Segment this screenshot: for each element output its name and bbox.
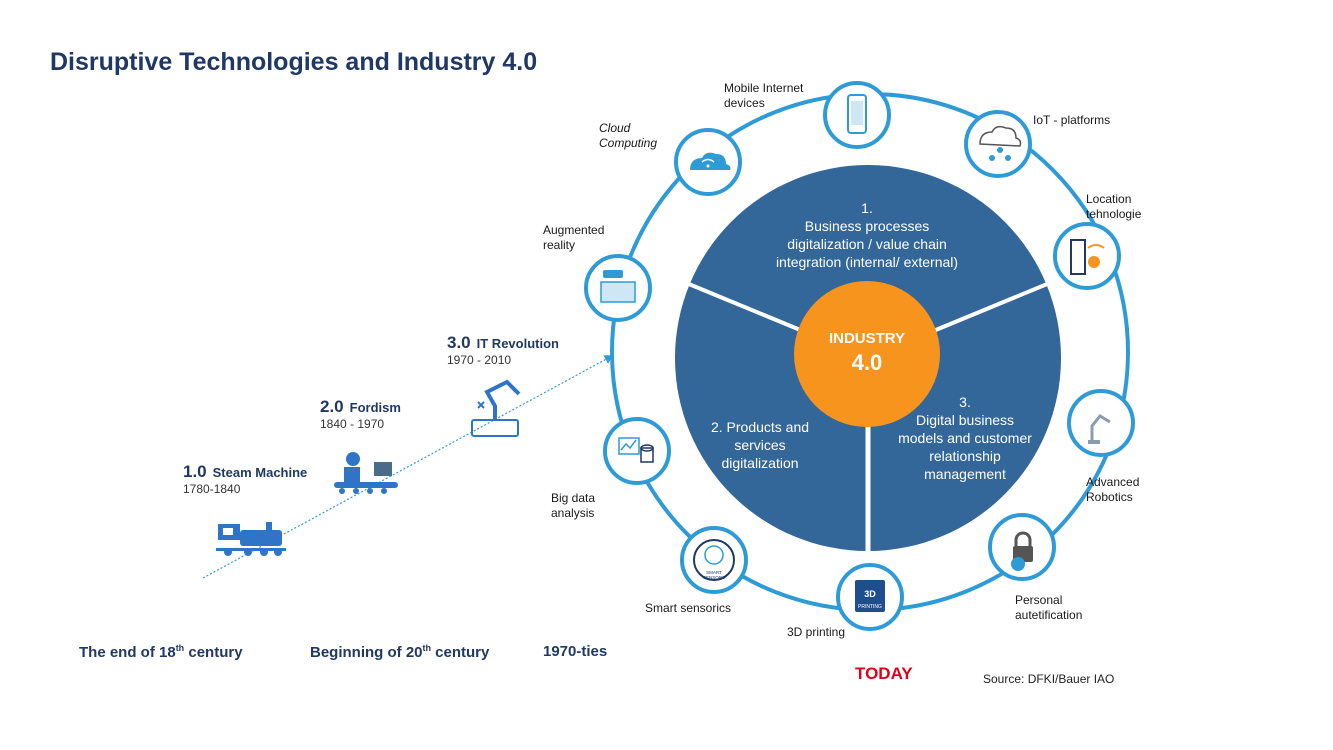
sensors-label: SENSORS bbox=[703, 575, 725, 580]
location-technology-label: Location tehnologie bbox=[1086, 192, 1141, 222]
label-line: Location bbox=[1086, 192, 1132, 206]
sector-3-line: 3. bbox=[959, 394, 971, 410]
label-line: Cloud bbox=[599, 121, 631, 135]
label-line: Computing bbox=[599, 136, 658, 150]
sector-2-line: 2. Products and bbox=[710, 419, 810, 435]
label-line: analysis bbox=[551, 506, 595, 520]
location-technology-icon bbox=[1053, 222, 1121, 290]
label-part: century bbox=[431, 644, 490, 661]
label-line: Mobile Internet bbox=[724, 81, 804, 95]
sector-3-line: models and customer bbox=[898, 430, 1032, 446]
center-version-label: 4.0 bbox=[852, 350, 883, 375]
sector-3-text: 3. Digital business models and customer … bbox=[880, 393, 1050, 483]
it-robot-arm-icon bbox=[471, 379, 521, 437]
era-3-label: 3.0 IT Revolution 1970 - 2010 bbox=[447, 333, 559, 367]
today-label: TODAY bbox=[855, 664, 913, 683]
era-years: 1970 - 2010 bbox=[447, 353, 512, 367]
label-line: devices bbox=[724, 96, 765, 110]
sector-1-line: integration (internal/ external) bbox=[775, 254, 959, 270]
era-name: Steam Machine bbox=[212, 465, 308, 480]
label-part: The end of 18 bbox=[79, 644, 176, 661]
era-1-label: 1.0 Steam Machine 1780-1840 bbox=[183, 462, 307, 496]
printing-label: PRINTING bbox=[858, 604, 882, 610]
cloud-computing-label: Cloud Computing bbox=[599, 121, 657, 151]
industry-center bbox=[794, 281, 940, 427]
label-line: Augmented bbox=[543, 223, 605, 237]
mobile-internet-label: Mobile Internet devices bbox=[724, 81, 803, 111]
era-years: 1840 - 1970 bbox=[320, 417, 385, 431]
era-number: 2.0 bbox=[320, 397, 344, 416]
sector-1-line: 1. bbox=[861, 200, 873, 216]
label-sup: th bbox=[175, 643, 185, 653]
augmented-reality-icon bbox=[584, 254, 652, 322]
era-number: 1.0 bbox=[183, 462, 207, 481]
label-line: Big data bbox=[551, 491, 596, 505]
smart-sensorics-icon: SMART SENSORS bbox=[680, 526, 748, 594]
sector-1-line: digitalization / value chain bbox=[787, 236, 947, 252]
personal-authentication-label: Personal autetification bbox=[1015, 593, 1082, 623]
label-line: Advanced bbox=[1086, 475, 1140, 489]
label-line: autetification bbox=[1015, 608, 1083, 622]
big-data-icon bbox=[603, 417, 671, 485]
personal-authentication-icon bbox=[988, 513, 1056, 581]
mobile-internet-icon bbox=[823, 81, 891, 149]
beginning-20th-century-label: Beginning of 20th century bbox=[310, 643, 489, 661]
label-part: century bbox=[184, 644, 243, 661]
page-title: Disruptive Technologies and Industry 4.0 bbox=[50, 48, 538, 76]
label-part: Beginning of 20 bbox=[310, 644, 423, 661]
era-number: 3.0 bbox=[447, 333, 471, 352]
label-sup: th bbox=[422, 643, 432, 653]
big-data-label: Big data analysis bbox=[551, 491, 595, 521]
sector-1-text: 1. Business processes digitalization / v… bbox=[757, 199, 977, 271]
era-name: Fordism bbox=[349, 400, 401, 415]
3d-label: 3D bbox=[864, 589, 876, 599]
smart-sensorics-label: Smart sensorics bbox=[645, 601, 732, 615]
sector-2-text: 2. Products and services digitalization bbox=[690, 418, 830, 472]
iot-platforms-icon bbox=[964, 110, 1032, 178]
label-line: Personal bbox=[1015, 593, 1063, 607]
smart-label: SMART bbox=[706, 570, 722, 575]
augmented-reality-label: Augmented reality bbox=[543, 223, 604, 253]
advanced-robotics-label: Advanced Robotics bbox=[1086, 475, 1139, 505]
sector-2-line: services bbox=[734, 437, 786, 453]
sector-2-line: digitalization bbox=[721, 455, 799, 471]
end-18th-century-label: The end of 18th century bbox=[79, 643, 243, 661]
cloud-computing-icon bbox=[674, 128, 742, 196]
era-2-label: 2.0 Fordism 1840 - 1970 bbox=[320, 397, 401, 431]
label-line: tehnologie bbox=[1086, 207, 1142, 221]
center-industry-label: INDUSTRY bbox=[829, 330, 905, 347]
sector-3-line: Digital business bbox=[915, 412, 1015, 428]
iot-platforms-label: IoT - platforms bbox=[1033, 113, 1111, 127]
label-line: reality bbox=[543, 238, 576, 252]
seventies-label: 1970-ties bbox=[543, 643, 608, 660]
3d-printing-label: 3D printing bbox=[787, 625, 846, 639]
steam-train-icon bbox=[216, 522, 286, 556]
era-name: IT Revolution bbox=[476, 336, 559, 351]
fordism-worker-icon bbox=[334, 452, 398, 494]
sector-1-line: Business processes bbox=[804, 218, 930, 234]
sector-3-line: management bbox=[924, 466, 1006, 482]
label-line: Robotics bbox=[1086, 490, 1133, 504]
3d-printing-icon: 3D PRINTING bbox=[836, 563, 904, 631]
source-label: Source: DFKI/Bauer IAO bbox=[983, 672, 1115, 686]
era-years: 1780-1840 bbox=[183, 482, 241, 496]
advanced-robotics-icon bbox=[1067, 389, 1135, 457]
sector-3-line: relationship bbox=[929, 448, 1001, 464]
